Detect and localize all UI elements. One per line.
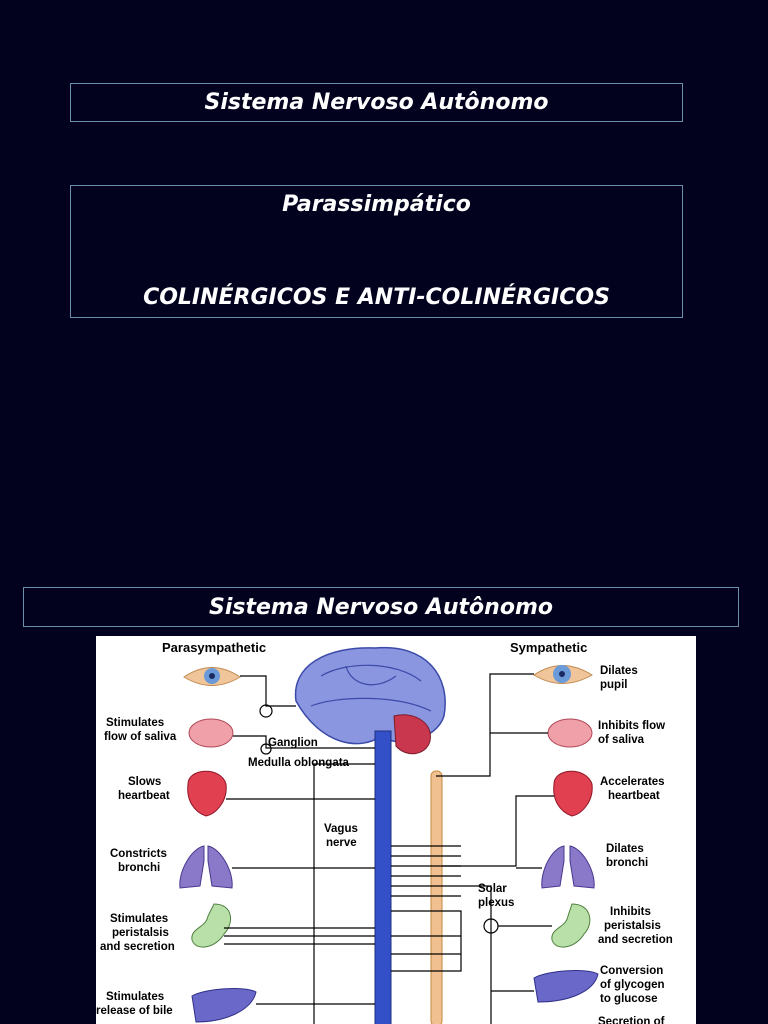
diagram-svg: Parasympathetic Sympathetic bbox=[96, 640, 673, 1024]
subtitle-cholinergics: COLINÉRGICOS E ANTI-COLINÉRGICOS bbox=[143, 285, 610, 310]
brain-illustration bbox=[294, 646, 446, 755]
salivary-gland-icon bbox=[188, 718, 234, 748]
label-ganglion: Ganglion bbox=[268, 737, 318, 749]
lungs-icon bbox=[541, 845, 595, 889]
eye-icon bbox=[183, 667, 241, 686]
subtitle-box: Parassimpático COLINÉRGICOS E ANTI-COLIN… bbox=[70, 185, 683, 318]
stomach-icon bbox=[551, 903, 591, 948]
heart-icon bbox=[187, 770, 227, 817]
eye-icon bbox=[533, 665, 593, 684]
heart-icon bbox=[553, 770, 593, 817]
spinal-cord bbox=[374, 730, 392, 1024]
liver-icon bbox=[533, 970, 599, 1003]
slide-title-bottom: Sistema Nervoso Autônomo bbox=[23, 587, 739, 627]
subtitle-parasympathetic: Parassimpático bbox=[282, 192, 471, 217]
liver-icon bbox=[191, 988, 257, 1023]
stomach-icon bbox=[191, 903, 232, 948]
salivary-gland-icon bbox=[547, 718, 593, 748]
lungs-icon bbox=[179, 845, 233, 889]
sympathetic-nerves bbox=[391, 673, 554, 1024]
autonomic-nervous-system-diagram: Parasympathetic Sympathetic bbox=[96, 636, 696, 1024]
parasympathetic-nerves bbox=[224, 675, 375, 1024]
slide-title-top: Sistema Nervoso Autônomo bbox=[70, 83, 683, 122]
label-medulla-oblongata: Medulla oblongata bbox=[248, 757, 350, 769]
parasympathetic-header: Parasympathetic bbox=[162, 640, 266, 655]
sympathetic-chain bbox=[430, 770, 443, 1024]
label-secretion-of: Secretion of bbox=[598, 1016, 665, 1024]
sympathetic-header: Sympathetic bbox=[510, 640, 587, 655]
